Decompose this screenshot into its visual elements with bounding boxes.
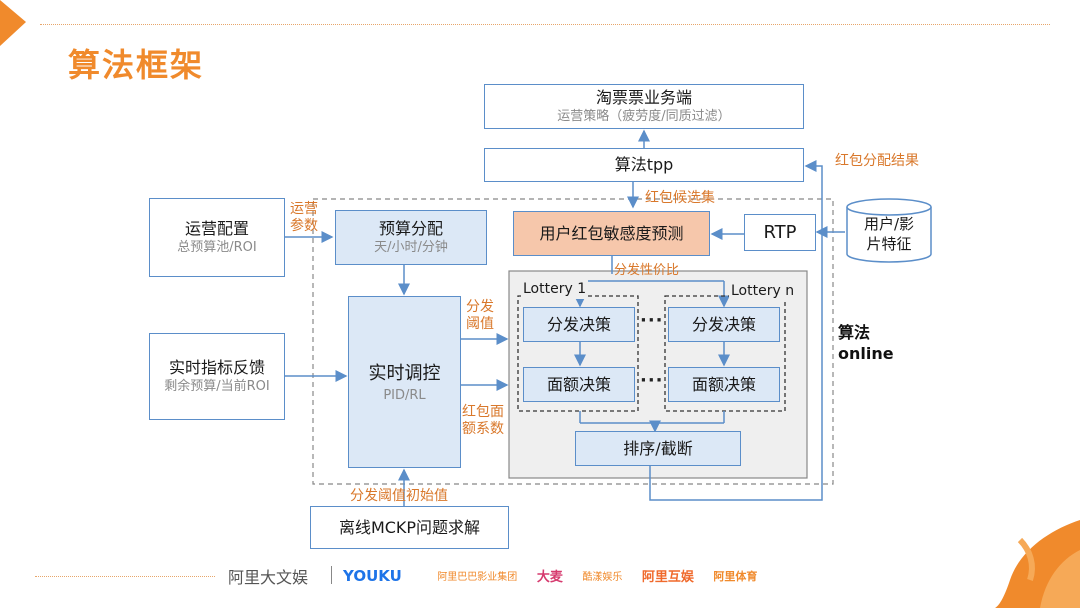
footer-separator (331, 566, 332, 584)
lottery1-amount-label: 面额决策 (546, 374, 611, 394)
lottery1-label: Lottery 1 (521, 279, 589, 299)
corner-swirl-decoration (995, 520, 1080, 608)
ops-config-box: 运营配置 总预算池/ROI (149, 198, 285, 277)
lottery1-dispatch-box: 分发决策 (523, 307, 635, 342)
online-region (312, 198, 834, 485)
youku-logo: YOUKU (343, 566, 402, 585)
budget-label: 预算分配 (378, 219, 443, 238)
partner-logos: YOUKU 阿里巴巴影业集团 大麦 酷漾娱乐 阿里互娱 阿里体育 (343, 566, 757, 586)
kuyang-logo: 酷漾娱乐 (582, 572, 623, 583)
lotteryn-label: Lottery n (729, 281, 797, 301)
realtime-control-box: 实时调控 PID/RL (348, 296, 461, 468)
realtime-feedback-box: 实时指标反馈 剩余预算/当前ROI (149, 333, 285, 420)
realtime-control-sub: PID/RL (383, 387, 426, 403)
online-region-label: 算法online (838, 323, 894, 363)
red-result-label: 红包分配结果 (835, 153, 919, 169)
taopiao-sub: 运营策略（疲劳度/同质过滤） (557, 109, 731, 124)
sort-box: 排序/截断 (575, 431, 741, 466)
lotteryn-amount-label: 面额决策 (691, 374, 756, 394)
ops-config-sub: 总预算池/ROI (177, 240, 257, 255)
footer-divider (35, 576, 215, 577)
user-feature-label: 用户/影片特征 (863, 215, 915, 253)
realtime-feedback-sub: 剩余预算/当前ROI (164, 379, 270, 394)
footer-brand: 阿里大文娱 (228, 568, 309, 587)
offline-box: 离线MCKP问题求解 (310, 506, 509, 549)
candidate-label: 红包候选集 (645, 190, 715, 206)
page-title: 算法框架 (68, 46, 205, 84)
lotteryn-amount-box: 面额决策 (668, 367, 780, 402)
predict-box: 用户红包敏感度预测 (513, 211, 710, 256)
ali-huyu-logo: 阿里互娱 (641, 570, 694, 585)
ellipsis-bottom: ··· (640, 370, 664, 391)
ops-param-label: 运营参数 (290, 201, 318, 234)
lotteryn-dispatch-label: 分发决策 (691, 314, 756, 334)
taopiao-box: 淘票票业务端 运营策略（疲劳度/同质过滤） (484, 84, 804, 129)
database-cylinder (846, 198, 932, 263)
rtp-box: RTP (744, 214, 816, 251)
top-divider (40, 24, 1050, 25)
corner-decoration (0, 0, 26, 46)
ellipsis-top: ··· (640, 310, 664, 331)
offline-label: 离线MCKP问题求解 (338, 517, 481, 537)
alibaba-pictures-logo: 阿里巴巴影业集团 (437, 572, 518, 583)
ali-sports-logo: 阿里体育 (713, 569, 758, 583)
budget-sub: 天/小时/分钟 (374, 240, 448, 255)
predict-label: 用户红包敏感度预测 (539, 223, 684, 243)
tpp-box: 算法tpp (484, 148, 804, 182)
lotteryn-frame (664, 295, 786, 412)
lottery1-amount-box: 面额决策 (523, 367, 635, 402)
taopiao-label: 淘票票业务端 (595, 88, 692, 107)
realtime-feedback-label: 实时指标反馈 (168, 358, 265, 377)
coef-label: 红包面额系数 (462, 404, 504, 437)
cost-perf-label: 分发性价比 (614, 263, 680, 278)
budget-box: 预算分配 天/小时/分钟 (335, 210, 487, 265)
threshold-label: 分发阈值 (466, 299, 494, 332)
lotteryn-dispatch-box: 分发决策 (668, 307, 780, 342)
damai-logo: 大麦 (536, 570, 563, 585)
init-threshold-label: 分发阈值初始值 (350, 488, 448, 504)
lottery1-dispatch-label: 分发决策 (546, 314, 611, 334)
rtp-label: RTP (763, 221, 797, 243)
realtime-control-label: 实时调控 (368, 362, 441, 384)
sort-label: 排序/截断 (623, 438, 693, 458)
tpp-label: 算法tpp (614, 155, 674, 174)
ops-config-label: 运营配置 (184, 219, 249, 238)
